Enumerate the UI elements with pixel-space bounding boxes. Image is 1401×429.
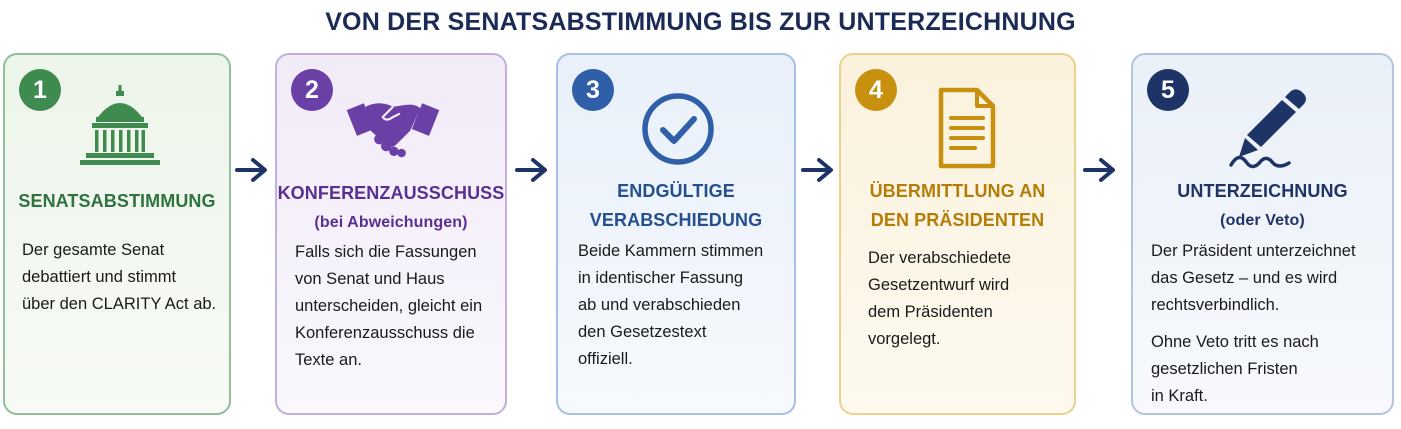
step-description-line: Beide Kammern stimmen <box>578 242 764 260</box>
step-heading-line: DEN PRÄSIDENTEN <box>870 210 1045 230</box>
step-description-line: vorgelegt. <box>868 330 941 348</box>
step-heading-subline: (oder Veto) <box>1220 212 1305 229</box>
step-card-3: 3 ENDGÜLTIGE VERABSCHIEDUNG Beide Kammer… <box>556 53 796 415</box>
step-heading-line: UNTERZEICHNUNG <box>1177 181 1348 201</box>
step-heading-line: ENDGÜLTIGE <box>617 181 735 201</box>
step-description-line: Ohne Veto tritt es nach <box>1151 333 1319 351</box>
step-heading-line: VERABSCHIEDUNG <box>589 210 763 230</box>
step-description-line: gesetzlichen Fristen <box>1151 360 1298 378</box>
pen-signature-icon <box>1221 81 1317 177</box>
step-card-2: 2 KONFERENZAUSSCHUSS (bei Abweichungen) … <box>275 53 507 415</box>
step-description-line: ab und verabschieden <box>578 296 741 314</box>
step-description-line: rechtsverbindlich. <box>1151 296 1280 314</box>
step-description-line: Der gesamte Senat <box>22 241 165 259</box>
step-description-line: Der Präsident unterzeichnet <box>1151 242 1356 260</box>
step-heading-subline: (bei Abweichungen) <box>314 214 468 231</box>
step-description-line: dem Präsidenten <box>868 303 993 321</box>
step-description-line: debattiert und stimmt <box>22 268 177 286</box>
handshake-icon <box>345 81 441 177</box>
step-description-line: Der verabschiedete <box>868 249 1012 267</box>
step-description-line: Texte an. <box>295 351 362 369</box>
checkmark-circle-icon <box>630 81 726 177</box>
capitol-icon <box>72 81 168 177</box>
arrow-right-icon <box>800 152 836 188</box>
step-number-badge: 3 <box>572 69 614 111</box>
step-number-badge: 2 <box>291 69 333 111</box>
step-number-badge: 1 <box>19 69 61 111</box>
step-card-5: 5 UNTERZEICHNUNG (oder Veto) Der Präside… <box>1131 53 1394 415</box>
step-description-line: in Kraft. <box>1151 387 1208 405</box>
step-description-line: in identischer Fassung <box>578 269 744 287</box>
step-description-line: über den CLARITY Act ab. <box>22 295 217 313</box>
step-number-badge: 4 <box>855 69 897 111</box>
step-heading-line: KONFERENZAUSSCHUSS <box>277 183 505 203</box>
step-description-line: den Gesetzestext <box>578 323 707 341</box>
step-description-line: unterscheiden, gleicht ein <box>295 297 483 315</box>
arrow-right-icon <box>1082 152 1118 188</box>
step-description-line: Falls sich die Fassungen <box>295 243 477 261</box>
step-heading-line: SENATSABSTIMMUNG <box>18 191 216 211</box>
step-card-1: 1 SENATSABSTIMMUNG Der gesa <box>3 53 231 415</box>
step-description-line: offiziell. <box>578 350 633 368</box>
arrow-right-icon <box>514 152 550 188</box>
step-heading-line: ÜBERMITTLUNG AN <box>869 181 1046 201</box>
page-title: VON DER SENATSABSTIMMUNG BIS ZUR UNTERZE… <box>325 8 1076 36</box>
document-icon <box>919 81 1015 177</box>
step-description-line: Gesetzentwurf wird <box>868 276 1010 294</box>
step-description-line: Konferenzausschuss die <box>295 324 475 342</box>
step-description-line: das Gesetz – und es wird <box>1151 269 1338 287</box>
arrow-right-icon <box>234 152 270 188</box>
step-card-4: 4 ÜBERMITTLUNG AN DEN PRÄSIDENTEN Der ve… <box>839 53 1076 415</box>
step-number-badge: 5 <box>1147 69 1189 111</box>
step-description-line: von Senat und Haus <box>295 270 445 288</box>
